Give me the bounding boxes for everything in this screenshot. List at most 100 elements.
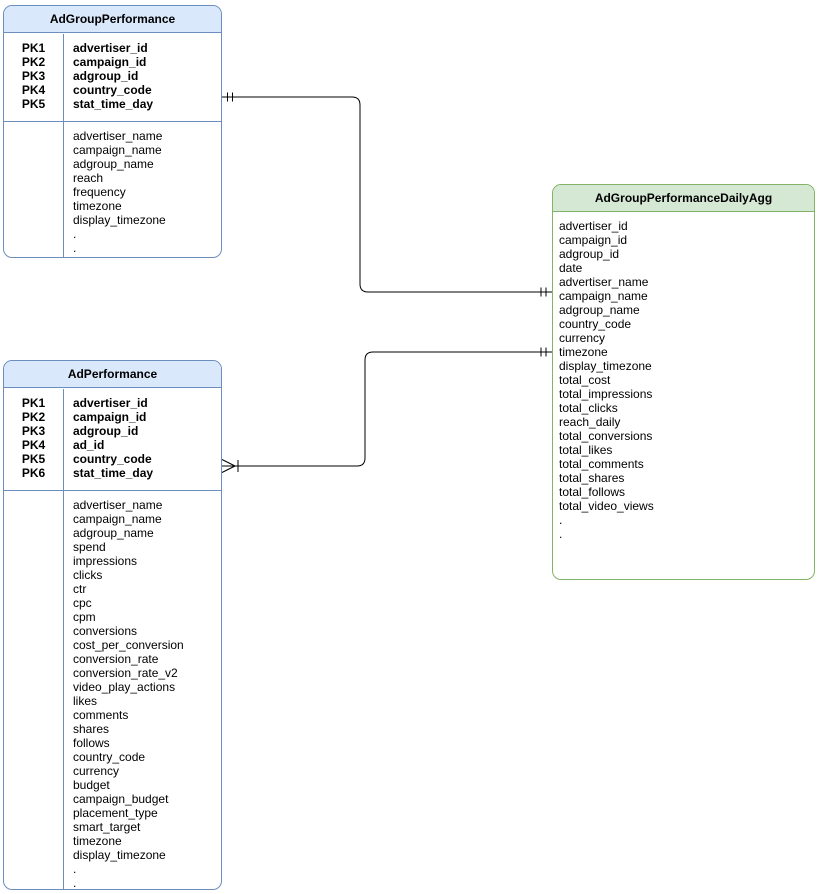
table-row: currency [4, 764, 221, 778]
field-name: adgroup_id [73, 69, 139, 83]
table-row: video_play_actions [4, 680, 221, 694]
table-row: campaign_name [553, 289, 814, 303]
pk-column-divider [63, 34, 64, 257]
pk-key-label: PK4 [21, 83, 46, 97]
entity-table-adgroup-performance-daily-agg[interactable]: AdGroupPerformanceDailyAgg advertiser_id… [552, 184, 815, 580]
table-row: comments [4, 708, 221, 722]
table-row: adgroup_name [553, 303, 814, 317]
field-name: adgroup_name [73, 526, 154, 540]
table-row: cost_per_conversion [4, 638, 221, 652]
field-name: conversion_rate_v2 [73, 666, 178, 680]
table-row: country_code [4, 750, 221, 764]
table-row: cpm [4, 610, 221, 624]
field-name: impressions [73, 554, 138, 568]
relationship-line-adperformance-dailyagg[interactable] [222, 351, 552, 467]
field-name: total_shares [559, 471, 625, 485]
field-name: . [73, 227, 77, 241]
table-row: frequency [4, 185, 221, 199]
table-row: follows [4, 736, 221, 750]
pk-key-label: PK3 [21, 424, 46, 438]
field-name: timezone [73, 834, 122, 848]
table-row: placement_type [4, 806, 221, 820]
table-row: ctr [4, 582, 221, 596]
field-name: ad_id [73, 438, 105, 452]
table-row: total_likes [553, 443, 814, 457]
table-row: . [4, 241, 221, 255]
table-row: adgroup_name [4, 157, 221, 171]
field-name: smart_target [73, 820, 141, 834]
pk-column-divider [63, 389, 64, 889]
table-row: timezone [4, 199, 221, 213]
field-name: cpc [73, 596, 92, 610]
pk-key-label: PK1 [21, 396, 46, 410]
field-name: timezone [73, 199, 122, 213]
table-row: conversions [4, 624, 221, 638]
table-row: adgroup_name [4, 526, 221, 540]
field-name: adgroup_id [559, 247, 620, 261]
field-name: campaign_budget [73, 792, 169, 806]
field-name: campaign_id [559, 233, 628, 247]
field-name: advertiser_id [559, 219, 628, 233]
table-row: total_follows [553, 485, 814, 499]
table-row: total_shares [553, 471, 814, 485]
table-row: . [4, 227, 221, 241]
table-row: campaign_name [4, 143, 221, 157]
field-name: . [73, 862, 77, 876]
table-row: country_code [553, 317, 814, 331]
field-name: advertiser_id [73, 396, 148, 410]
field-name: timezone [559, 345, 608, 359]
section-divider [4, 490, 221, 491]
field-name: cost_per_conversion [73, 638, 184, 652]
field-name: advertiser_name [559, 275, 649, 289]
table-row: currency [553, 331, 814, 345]
field-name: campaign_id [73, 55, 147, 69]
table-row: total_comments [553, 457, 814, 471]
field-name: placement_type [73, 806, 158, 820]
table-row: advertiser_name [553, 275, 814, 289]
table-row: reach_daily [553, 415, 814, 429]
field-name: . [559, 527, 563, 541]
table-row: advertiser_name [4, 129, 221, 143]
entity-table-ad-performance[interactable]: AdPerformance PK1 advertiser_id PK2 camp… [3, 360, 222, 890]
table-row: PK4 ad_id [4, 438, 221, 452]
field-name: stat_time_day [73, 97, 154, 111]
field-name: total_clicks [559, 401, 618, 415]
primary-key-section: PK1 advertiser_id PK2 campaign_id PK3 ad… [4, 389, 221, 490]
field-name: currency [559, 331, 606, 345]
table-row: campaign_name [4, 512, 221, 526]
table-row: . [553, 527, 814, 541]
field-name: country_code [73, 750, 146, 764]
table-title: AdGroupPerformanceDailyAgg [553, 185, 814, 212]
field-name: campaign_name [559, 289, 648, 303]
table-row: reach [4, 171, 221, 185]
table-title: AdGroupPerformance [4, 6, 221, 33]
field-name: total_conversions [559, 429, 653, 443]
field-name: frequency [73, 185, 126, 199]
pk-key-label: PK4 [21, 438, 46, 452]
table-row: PK6 stat_time_day [4, 466, 221, 480]
table-row: adgroup_id [553, 247, 814, 261]
field-name: follows [73, 736, 110, 750]
table-row: conversion_rate_v2 [4, 666, 221, 680]
table-row: PK1 advertiser_id [4, 41, 221, 55]
table-row: PK2 campaign_id [4, 410, 221, 424]
field-name: adgroup_name [73, 157, 154, 171]
field-name: total_video_views [559, 499, 654, 513]
pk-key-label: PK6 [21, 466, 46, 480]
entity-table-adgroup-performance[interactable]: AdGroupPerformance PK1 advertiser_id PK2… [3, 5, 222, 258]
pk-key-label: PK2 [21, 55, 46, 69]
pk-key-label: PK2 [21, 410, 46, 424]
field-name: total_likes [559, 443, 613, 457]
field-name: country_code [73, 83, 152, 97]
field-name: adgroup_name [559, 303, 640, 317]
relationship-line-adgroupperformance-dailyagg[interactable] [222, 96, 552, 293]
table-body: PK1 advertiser_id PK2 campaign_id PK3 ad… [4, 34, 221, 257]
table-row: advertiser_id [553, 219, 814, 233]
crows-foot-many-marker [221, 459, 236, 473]
primary-key-section: PK1 advertiser_id PK2 campaign_id PK3 ad… [4, 34, 221, 121]
field-name: . [559, 513, 563, 527]
table-row: shares [4, 722, 221, 736]
table-row: total_impressions [553, 387, 814, 401]
